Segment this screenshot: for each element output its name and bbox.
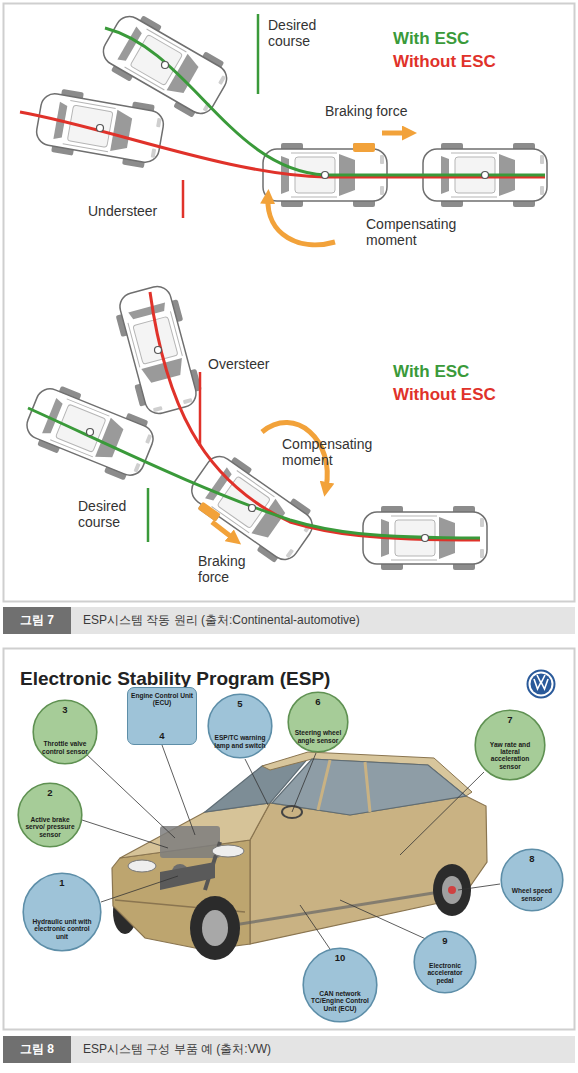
callout-number: 1 (59, 877, 64, 888)
part-name: Electronic accelerator pedal (420, 962, 471, 984)
legend-text: Without ESC (393, 52, 496, 71)
diagram-label: Understeer (88, 203, 157, 219)
braking-arrow (212, 522, 234, 539)
legend-text: With ESC (393, 29, 469, 48)
callout-circle-fill (208, 694, 272, 758)
marker-line (257, 14, 260, 94)
figure-number: 그림 7 (20, 612, 54, 629)
callout-box: Engine Control Unit (ECU) 4 (127, 687, 197, 745)
car-center (482, 172, 489, 179)
callout-number: 6 (315, 696, 320, 707)
callout-number: 5 (237, 698, 242, 709)
moment-arrow (268, 198, 335, 245)
braking-arrow (382, 131, 408, 136)
diagram-label: Desired course (268, 17, 326, 49)
callout-circle: 2Active brake servo/ pressure sensor (17, 782, 83, 848)
marker-line (147, 488, 150, 542)
part-name: Engine Control Unit (ECU) (131, 692, 193, 707)
car-center (155, 347, 162, 354)
marker-line (199, 372, 202, 446)
callout-circle-fill (501, 849, 563, 911)
brand-logo (528, 671, 555, 698)
caption-text: ESP시스템 작동 원리 (출처:Continental-automotive) (83, 607, 575, 634)
diagram-label: Compensating moment (282, 436, 386, 468)
callout-circle: 10CAN network TC/Engine Control Unit (EC… (302, 947, 378, 1023)
legend-text: With ESC (393, 362, 469, 381)
panel-frame (4, 4, 575, 602)
legend-text: Without ESC (393, 385, 496, 404)
part-name: CAN network TC/Engine Control Unit (ECU) (310, 990, 371, 1012)
diagram-label: Braking force (325, 103, 407, 119)
callout-number: 2 (47, 787, 52, 798)
callout-number: 7 (507, 714, 512, 725)
path-without-esc (150, 292, 480, 540)
callout-circle: 8Wheel speed sensor (500, 848, 564, 912)
legend-swatch: With ESC (393, 362, 469, 382)
part-name: Active brake servo/ pressure sensor (24, 816, 77, 838)
callout-circle-fill (288, 692, 348, 752)
callout-circle-fill (18, 783, 82, 847)
callout-circle-fill (303, 948, 377, 1022)
braked-wheel (198, 502, 221, 522)
callout-number: 4 (159, 730, 164, 741)
path-without-esc (20, 112, 545, 177)
callout-circle: 5ESP/TC warning lamp and switch (207, 693, 273, 759)
panel-frame (4, 649, 575, 1030)
legend-swatch: Without ESC (393, 52, 496, 72)
path-with-esc (28, 408, 480, 538)
car-center (322, 172, 329, 179)
diagram-label: Braking force (198, 553, 254, 585)
callout-circle-fill (33, 700, 97, 764)
callout-circle: 7Yaw rate and lateral acceleration senso… (474, 709, 546, 781)
car (33, 86, 166, 171)
caption-band: ESP시스템 작동 원리 (출처:Continental-automotive)… (3, 607, 575, 634)
car-center (422, 535, 429, 542)
diagram-label: Desired course (78, 498, 136, 530)
figure-number: 그림 8 (20, 1041, 54, 1058)
car-illustration (112, 752, 487, 960)
callout-circle: 6Steering wheel angle sensor (287, 691, 349, 753)
diagram-label: Compensating moment (366, 216, 470, 248)
callout-circle: 1Hydraulic unit with electronic control … (22, 872, 102, 952)
path-with-esc (105, 28, 545, 175)
part-name: Yaw rate and lateral acceleration sensor (481, 741, 539, 771)
figure-number-tag: 그림 7 (3, 607, 71, 634)
legend-swatch: Without ESC (393, 385, 496, 405)
car-center (97, 125, 104, 132)
figure-number-tag: 그림 8 (3, 1036, 71, 1063)
caption-text: ESP시스템 구성 부품 예 (출처:VW) (83, 1036, 575, 1063)
car (21, 379, 160, 485)
car-center (249, 505, 256, 512)
diagram-label: Oversteer (208, 356, 269, 372)
part-name: Steering wheel angle sensor (293, 729, 343, 744)
braked-wheel (353, 143, 375, 152)
callout-circle: 3Throttle valve control sensor (32, 699, 98, 765)
callout-circle-fill (414, 931, 476, 993)
callout-circle-fill (23, 873, 101, 951)
part-name: Wheel speed sensor (507, 887, 558, 902)
marker-line (182, 180, 185, 218)
car-center (162, 62, 169, 69)
callout-circle: 9Electronic accelerator pedal (413, 930, 477, 994)
callout-number: 9 (442, 935, 447, 946)
car (111, 282, 205, 418)
leader-lines (82, 745, 500, 952)
callout-number: 10 (335, 952, 346, 963)
callout-circle-fill (475, 710, 545, 780)
callout-number: 3 (62, 704, 67, 715)
legend-swatch: With ESC (393, 29, 469, 49)
caption-band: ESP시스템 구성 부품 예 (출처:VW) 그림 8 (3, 1036, 575, 1063)
part-name: ESP/TC warning lamp and switch (214, 734, 267, 749)
part-name: Hydraulic unit with electronic control u… (30, 918, 94, 940)
callout-number: 8 (529, 853, 534, 864)
part-name: Throttle valve control sensor (39, 740, 92, 755)
car-center (87, 429, 94, 436)
